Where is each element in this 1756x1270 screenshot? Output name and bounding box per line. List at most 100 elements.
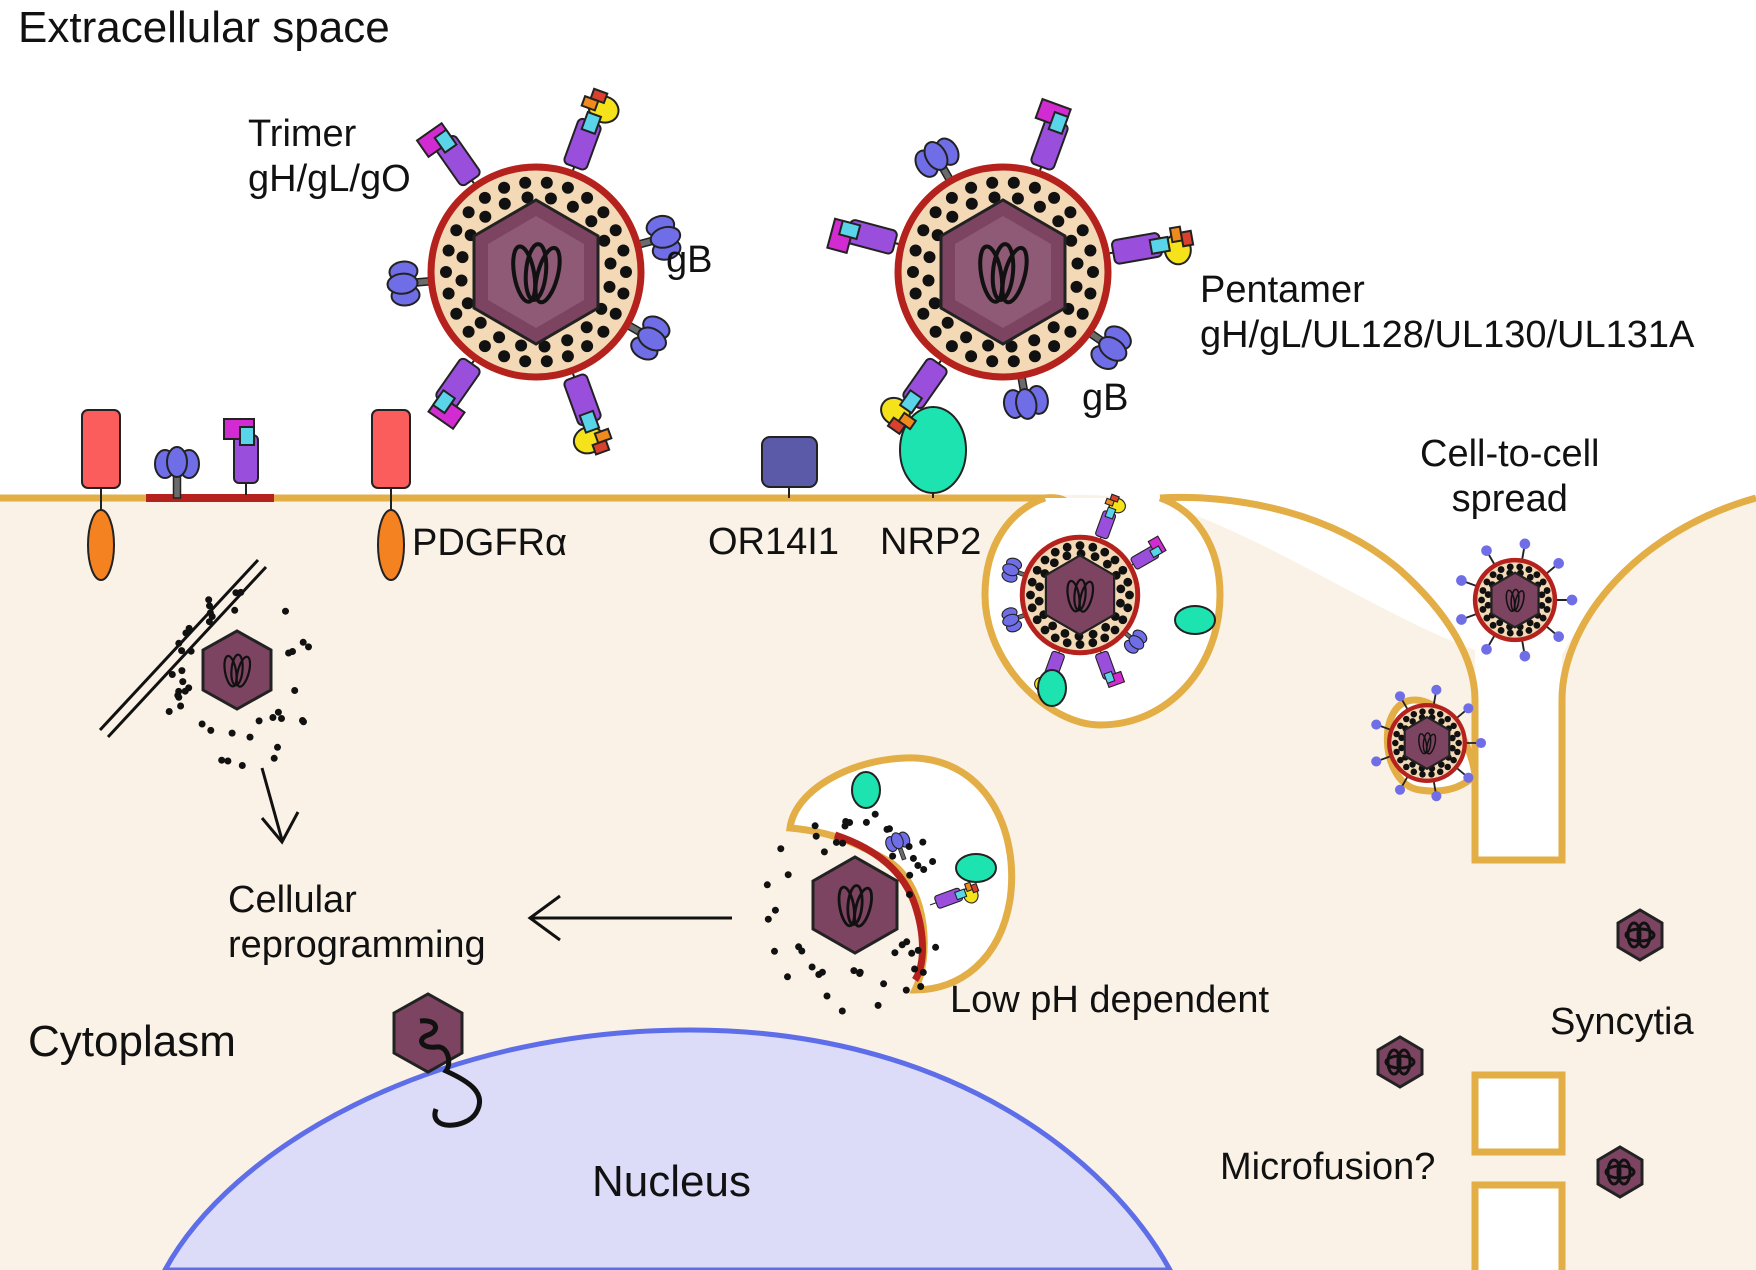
tegument-dot	[462, 325, 475, 338]
tegument-dot	[1539, 614, 1547, 622]
tegument-dot	[1525, 626, 1533, 634]
released-tegument-dot	[205, 596, 213, 604]
tegument-dot	[1444, 715, 1451, 723]
tegument-dot	[1403, 715, 1410, 723]
tegument-dot	[479, 210, 492, 223]
capsid-syncytia-3	[1596, 1145, 1644, 1199]
tegument-dot	[907, 266, 919, 278]
tegument-dot	[1005, 340, 1018, 353]
syncytia-junctions	[1471, 1071, 1566, 1270]
tegument-dot	[1545, 596, 1552, 604]
tegument-dot	[986, 355, 999, 368]
tegument-dot	[1436, 768, 1444, 776]
tegument-dot	[1496, 619, 1504, 627]
tegument-dot	[1032, 615, 1042, 625]
released-tegument-dot	[289, 648, 296, 655]
tegument-dot	[585, 215, 598, 228]
tegument-dot	[1035, 582, 1044, 592]
tegument-dot	[1052, 215, 1065, 228]
capsid-low-ph	[763, 810, 940, 1015]
tegument-dot	[1393, 748, 1400, 756]
released-tegument-dot	[932, 943, 940, 951]
tegument-dot	[1428, 771, 1435, 778]
tegument-dot	[1050, 547, 1060, 557]
tegument-dot	[1071, 257, 1084, 270]
tegument-dot	[1118, 565, 1128, 575]
tegument-dot	[498, 181, 511, 194]
tegument-dot	[498, 350, 511, 363]
released-tegument-dot	[850, 967, 858, 975]
tegument-dot	[1526, 573, 1534, 581]
released-tegument-dot	[218, 756, 226, 764]
tegument-dot	[1533, 571, 1541, 579]
tegument-dot	[1028, 181, 1041, 194]
released-tegument-dot	[889, 852, 897, 860]
released-tegument-dot	[839, 839, 847, 847]
tegument-dot	[519, 176, 532, 189]
virion-trimer	[384, 85, 687, 462]
tegument-dot	[1076, 224, 1089, 237]
nrp2-label: NRP2	[880, 521, 982, 563]
tegument-dot	[1479, 587, 1487, 594]
gb-label-left: gB	[666, 239, 713, 281]
tegument-dot	[929, 206, 942, 219]
tegument-dot	[540, 355, 553, 368]
nrp2-receptor	[899, 406, 967, 498]
tegument-dot	[1028, 334, 1041, 347]
released-tegument-dot	[838, 1007, 846, 1015]
tegument-dot	[1539, 578, 1547, 586]
released-tegument-dot	[823, 992, 831, 1000]
tegument-dot	[1449, 744, 1456, 752]
tegument-dot	[1040, 555, 1050, 565]
tegument-dot	[1075, 541, 1085, 550]
tegument-dot	[1123, 603, 1133, 613]
glycoprotein-head	[1553, 631, 1564, 642]
tegument-dot	[1483, 614, 1491, 622]
tegument-dot	[1455, 739, 1462, 747]
released-tegument-dot	[919, 968, 927, 976]
tegument-dot	[1484, 601, 1492, 609]
released-tegument-dot	[908, 949, 916, 957]
tegument-dot	[946, 210, 959, 223]
tegument-dot	[462, 206, 475, 219]
tegument-dot	[515, 339, 528, 352]
tegument-dot	[965, 181, 978, 194]
released-tegument-dot	[771, 947, 778, 955]
tegument-dot	[1543, 606, 1551, 613]
released-tegument-dot	[207, 726, 215, 734]
released-tegument-dot	[763, 881, 771, 889]
tegument-dot	[1047, 321, 1060, 334]
tegument-dot	[1048, 340, 1061, 353]
tegument-dot	[1049, 558, 1059, 568]
tegument-dot	[598, 234, 611, 247]
tegument-dot	[1060, 628, 1070, 638]
released-tegument-dot	[914, 946, 922, 954]
virion-endocytosed	[998, 492, 1168, 698]
tegument-dot	[1110, 625, 1120, 635]
tegument-dot	[1489, 621, 1497, 629]
tegument-dot	[580, 321, 593, 334]
released-tegument-dot	[255, 717, 263, 725]
tegument-dot	[1410, 768, 1418, 776]
tegument-dot	[450, 224, 463, 237]
tegument-dot	[1007, 355, 1020, 368]
released-tegument-dot	[206, 602, 213, 610]
tegument-dot	[1110, 555, 1120, 565]
tegument-dot	[1526, 619, 1534, 627]
tegument-dot	[1007, 176, 1020, 189]
tegument-dot	[544, 192, 557, 205]
capsid-syncytia-2	[1376, 1035, 1424, 1089]
tegument-dot	[1409, 761, 1416, 768]
tegument-dot	[1538, 591, 1546, 599]
tegument-dot	[1070, 280, 1083, 293]
released-tegument-dot	[175, 687, 183, 695]
tegument-dot	[617, 287, 630, 300]
tegument-dot	[1065, 234, 1078, 247]
tegument-dot	[455, 274, 468, 287]
plasma-membrane-right	[1159, 493, 1756, 864]
tegument-dot	[1436, 710, 1444, 718]
tegument-dot	[440, 266, 452, 278]
glycoprotein-head	[1371, 756, 1382, 767]
released-tegument-dot	[300, 718, 307, 726]
